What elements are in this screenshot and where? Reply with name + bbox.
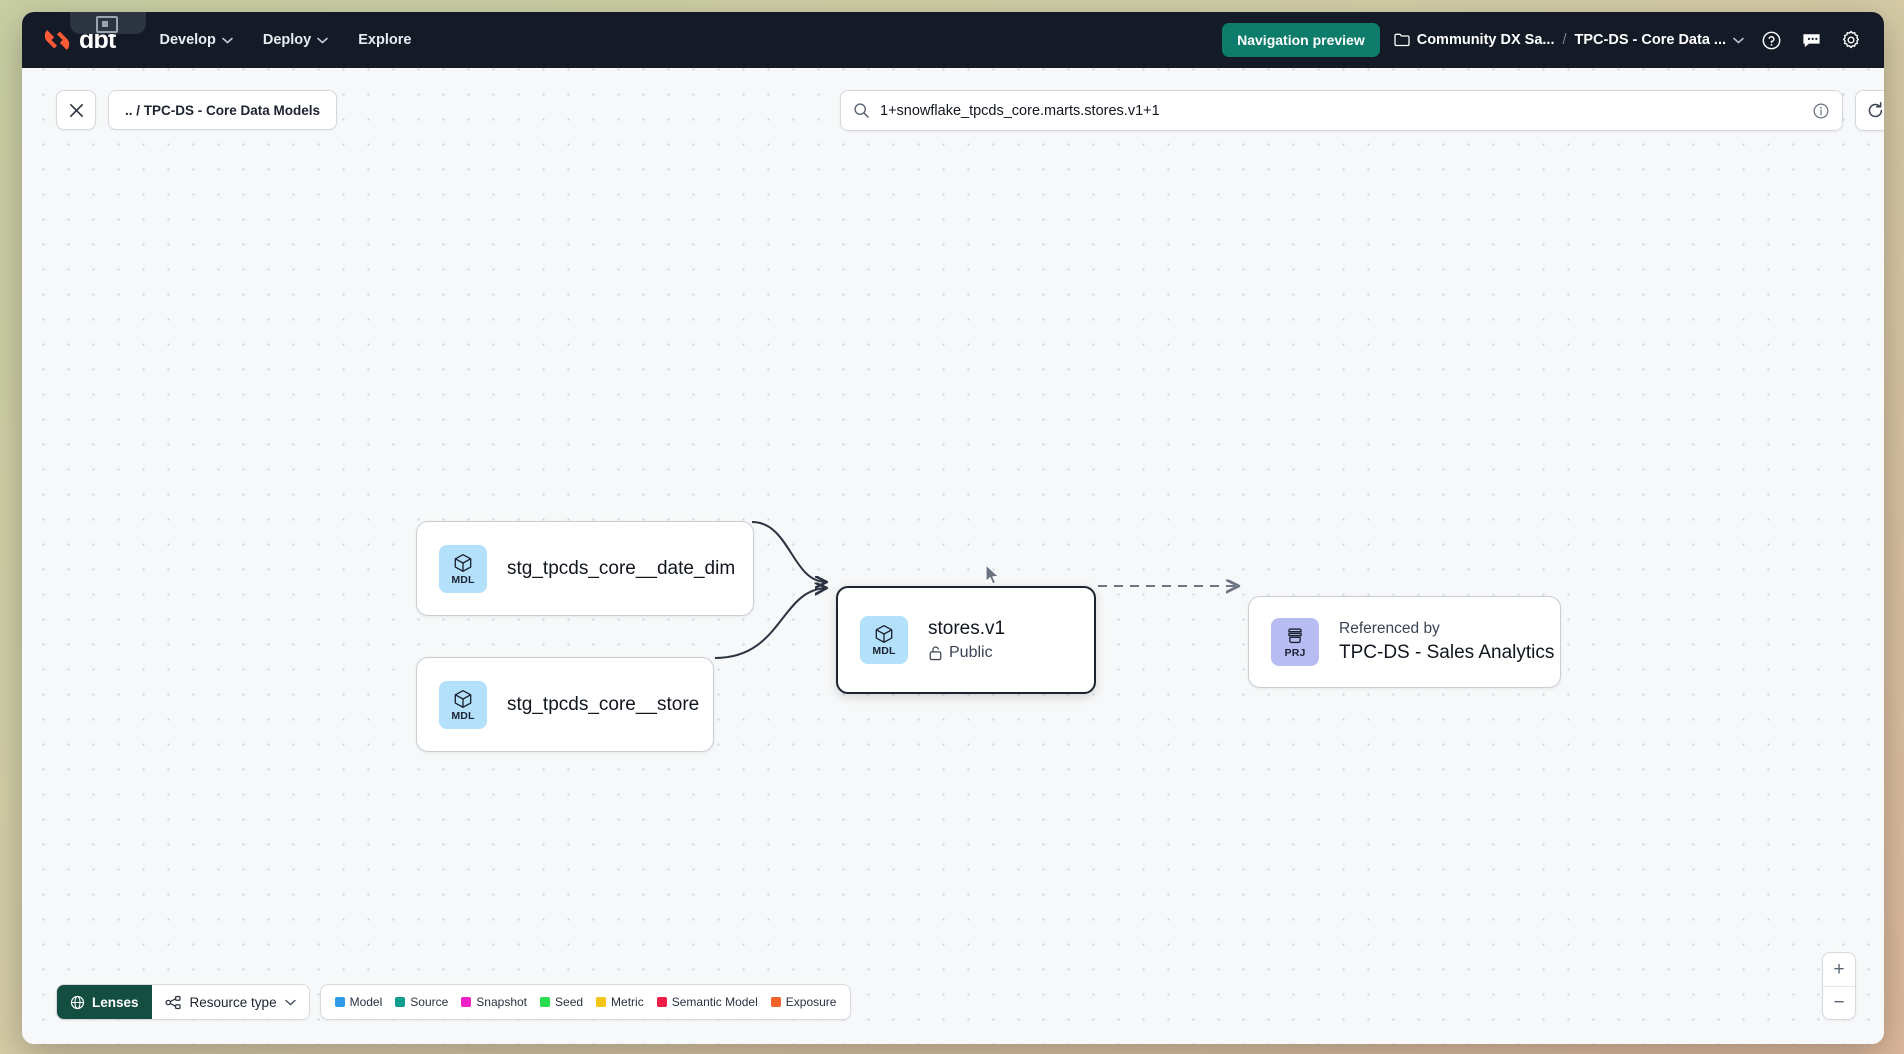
legend-item-exposure[interactable]: Exposure <box>771 995 837 1009</box>
legend-label: Snapshot <box>476 995 527 1009</box>
legend-swatch <box>596 997 606 1007</box>
unlock-icon <box>928 645 943 661</box>
resource-badge-label: PRJ <box>1284 648 1305 659</box>
lineage-node-title: stg_tpcds_core__date_dim <box>507 558 735 580</box>
main-nav-links: Develop Deploy Explore <box>149 25 421 55</box>
lineage-node-stg-tpcds-core-store[interactable]: MDL stg_tpcds_core__store <box>416 657 714 752</box>
lenses-button[interactable]: Lenses <box>57 985 152 1019</box>
lineage-node-referenced-by-project[interactable]: PRJ Referenced by TPC-DS - Sales Analyti… <box>1248 596 1561 688</box>
legend-item-source[interactable]: Source <box>395 995 448 1009</box>
legend-item-semantic-model[interactable]: Semantic Model <box>657 995 758 1009</box>
resource-type-filter[interactable]: Resource type <box>152 985 309 1019</box>
lineage-canvas[interactable]: .. / TPC-DS - Core Data Models <box>22 68 1884 1044</box>
breadcrumb-account-label: Community DX Sa... <box>1417 32 1555 48</box>
legend-label: Metric <box>611 995 644 1009</box>
resource-type-label: Resource type <box>190 995 277 1010</box>
navigation-preview-button[interactable]: Navigation preview <box>1222 23 1380 57</box>
chevron-down-icon <box>1733 37 1744 44</box>
zoom-in-button[interactable]: + <box>1823 953 1855 986</box>
folder-icon <box>1394 33 1410 47</box>
lineage-node-stg-tpcds-core-date-dim[interactable]: MDL stg_tpcds_core__date_dim <box>416 521 754 616</box>
resource-badge-label: MDL <box>451 711 474 722</box>
nav-item-develop[interactable]: Develop <box>149 25 242 55</box>
dbt-mark-icon <box>42 25 72 55</box>
account-project-breadcrumb: Community DX Sa... / TPC-DS - Core Data … <box>1394 32 1744 48</box>
browser-window: dbt Develop Deploy Explore <box>22 12 1884 1044</box>
zoom-controls: + − <box>1822 952 1856 1020</box>
nav-item-explore-label: Explore <box>358 32 411 48</box>
nav-item-explore[interactable]: Explore <box>348 25 421 55</box>
feedback-button[interactable] <box>1798 27 1824 53</box>
legend-item-seed[interactable]: Seed <box>540 995 583 1009</box>
legend-label: Source <box>410 995 448 1009</box>
resource-badge-model: MDL <box>860 616 908 664</box>
legend-swatch <box>540 997 550 1007</box>
lineage-node-kicker: Referenced by <box>1339 620 1554 638</box>
settings-button[interactable] <box>1838 27 1864 53</box>
lineage-node-access-label: Public <box>949 644 993 662</box>
legend-item-model[interactable]: Model <box>335 995 383 1009</box>
nav-item-develop-label: Develop <box>159 32 215 48</box>
lens-control-group: Lenses Resource type <box>56 984 310 1020</box>
lens-icon <box>70 995 85 1010</box>
chevron-down-icon <box>285 999 296 1006</box>
resource-badge-model: MDL <box>439 681 487 729</box>
chevron-down-icon <box>317 37 328 44</box>
lineage-node-access: Public <box>928 644 1005 662</box>
legend-item-metric[interactable]: Metric <box>596 995 644 1009</box>
top-nav-right-group: Navigation preview Community DX Sa... / … <box>1222 23 1864 57</box>
lineage-node-title: TPC-DS - Sales Analytics <box>1339 642 1554 664</box>
breadcrumb-project-label: TPC-DS - Core Data ... <box>1575 32 1726 48</box>
lineage-node-text-stack: stores.v1 Public <box>928 618 1005 662</box>
legend-label: Exposure <box>786 995 837 1009</box>
chevron-down-icon <box>222 37 233 44</box>
lineage-node-title: stores.v1 <box>928 618 1005 640</box>
breadcrumb-separator: / <box>1563 32 1567 48</box>
breadcrumb-project[interactable]: TPC-DS - Core Data ... <box>1575 32 1744 48</box>
help-circle-icon <box>1761 30 1782 51</box>
legend-label: Seed <box>555 995 583 1009</box>
cube-icon <box>452 552 474 574</box>
help-button[interactable] <box>1758 27 1784 53</box>
lineage-node-text-stack: Referenced by TPC-DS - Sales Analytics <box>1339 620 1554 664</box>
breadcrumb-account[interactable]: Community DX Sa... <box>1394 32 1555 48</box>
legend-item-snapshot[interactable]: Snapshot <box>461 995 527 1009</box>
legend-label: Model <box>350 995 383 1009</box>
resource-type-legend: Model Source Snapshot Seed <box>320 984 852 1020</box>
window-tab-stub <box>70 12 146 34</box>
lineage-graph: MDL stg_tpcds_core__date_dim M <box>22 68 1884 1044</box>
nav-item-deploy[interactable]: Deploy <box>253 25 338 55</box>
legend-swatch <box>461 997 471 1007</box>
mouse-cursor <box>985 564 1002 587</box>
layers-icon <box>1284 625 1306 647</box>
lenses-button-label: Lenses <box>92 995 139 1010</box>
cube-icon <box>452 688 474 710</box>
lineage-bottom-toolbar: Lenses Resource type <box>56 984 851 1020</box>
legend-swatch <box>771 997 781 1007</box>
resource-badge-model: MDL <box>439 545 487 593</box>
resource-badge-label: MDL <box>872 646 895 657</box>
legend-label: Semantic Model <box>672 995 758 1009</box>
top-navigation-bar: dbt Develop Deploy Explore <box>22 12 1884 68</box>
lineage-node-stores-v1[interactable]: MDL stores.v1 Public <box>836 586 1096 694</box>
gear-icon <box>1840 29 1862 51</box>
zoom-out-button[interactable]: − <box>1823 986 1855 1019</box>
feedback-chat-icon <box>1801 30 1822 51</box>
legend-swatch <box>335 997 345 1007</box>
resource-badge-project: PRJ <box>1271 618 1319 666</box>
nav-item-deploy-label: Deploy <box>263 32 311 48</box>
legend-swatch <box>657 997 667 1007</box>
cube-icon <box>873 623 895 645</box>
resource-badge-label: MDL <box>451 575 474 586</box>
legend-swatch <box>395 997 405 1007</box>
lineage-node-title: stg_tpcds_core__store <box>507 694 699 716</box>
nodes-icon <box>165 995 182 1010</box>
